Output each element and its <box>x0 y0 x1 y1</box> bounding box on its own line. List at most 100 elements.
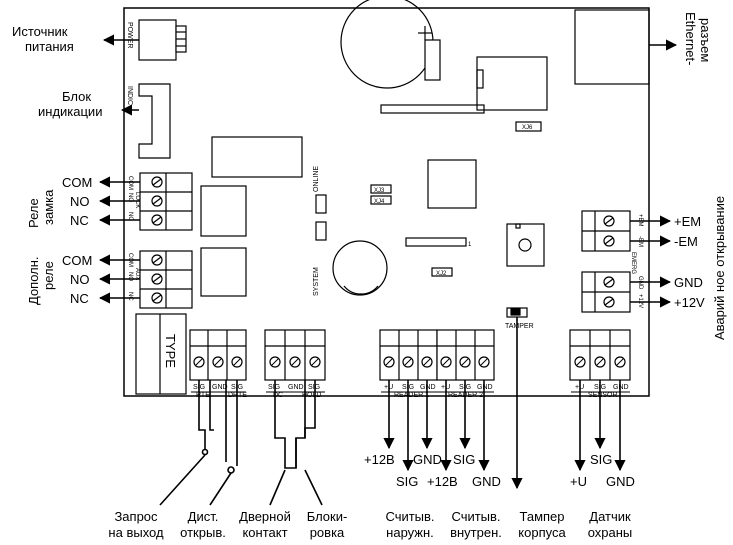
svg-text:+12V: +12V <box>637 294 643 308</box>
main-chip <box>427 159 477 209</box>
com-aux-label: COM <box>62 253 92 268</box>
type-silkscreen: TYPE <box>163 334 178 368</box>
lock-relay-label: Реле <box>26 198 41 228</box>
system-led <box>315 221 327 241</box>
svg-text:замка: замка <box>41 189 56 225</box>
svg-text:SIG: SIG <box>590 452 612 467</box>
plus12v-label: +12V <box>674 295 705 310</box>
bottom-wires <box>159 317 626 506</box>
wire-labels: +12B SIG GND +12B SIG GND +U SIG GND <box>364 452 635 489</box>
svg-text:READER 1: READER 1 <box>394 392 429 399</box>
svg-text:GND: GND <box>413 452 442 467</box>
left-wires <box>98 34 140 304</box>
reader-out-caption: Считыв. <box>385 509 434 524</box>
svg-text:GND: GND <box>472 474 501 489</box>
svg-text:HOLD: HOLD <box>302 392 321 399</box>
bottom-screw-slots <box>195 358 624 366</box>
emerg-silkscreen: EMERG <box>630 252 636 274</box>
svg-text:RTE: RTE <box>196 392 210 399</box>
aux-relay-coil <box>200 247 247 297</box>
no-aux-label: NO <box>70 272 90 287</box>
svg-text:SIG: SIG <box>308 384 320 391</box>
svg-text:+U: +U <box>570 474 587 489</box>
xj4-silkscreen: XJ4 <box>374 199 385 205</box>
svg-text:NC: NC <box>127 212 133 221</box>
svg-text:питания: питания <box>25 39 74 54</box>
aux-silkscreen: AUX <box>134 268 140 280</box>
ethernet-label: Ethernet- <box>683 12 698 65</box>
svg-text:ровка: ровка <box>310 525 345 540</box>
right-wires <box>630 39 678 308</box>
no-lock-label: NO <box>70 194 90 209</box>
svg-text:GND: GND <box>212 384 228 391</box>
svg-text:реле: реле <box>41 261 56 290</box>
svg-text:наружн.: наружн. <box>386 525 434 540</box>
online-led <box>315 194 327 214</box>
svg-text:разъем: разъем <box>698 18 713 62</box>
door-contact-caption: Дверной <box>239 509 291 524</box>
lock-silkscreen: LOCK <box>134 192 140 208</box>
one-silkscreen: 1 <box>468 242 472 248</box>
svg-text:корпуса: корпуса <box>518 525 566 540</box>
nc-aux-label: NC <box>70 291 89 306</box>
bottom-captions: Запрос на выход Дист. открыв. Дверной ко… <box>108 509 632 540</box>
svg-text:внутрен.: внутрен. <box>450 525 502 540</box>
board-components <box>135 0 650 395</box>
indication-connector <box>138 83 171 159</box>
tamper-caption: Тампер <box>519 509 564 524</box>
power-silkscreen: POWER <box>126 22 133 48</box>
blocking-caption: Блоки- <box>307 509 348 524</box>
left-labels: Источник питания Блок индикации Реле зам… <box>12 24 102 306</box>
reader-in-caption: Считыв. <box>451 509 500 524</box>
em-plus-label: +EM <box>674 214 701 229</box>
em-minus-label: -EM <box>674 234 698 249</box>
svg-text:GND: GND <box>637 276 643 290</box>
xj6-silkscreen: XJ6 <box>522 125 533 131</box>
svg-text:NC: NC <box>127 292 133 301</box>
aux-relay-terminal <box>139 250 193 309</box>
svg-text:индикации: индикации <box>38 104 102 119</box>
svg-text:NO: NO <box>127 193 133 202</box>
indication-label: Блок <box>62 89 91 104</box>
svg-text:SIG: SIG <box>268 384 280 391</box>
svg-text:GND: GND <box>288 384 304 391</box>
svg-text:открыв.: открыв. <box>180 525 226 540</box>
svg-text:+12B: +12B <box>364 452 395 467</box>
svg-text:+12B: +12B <box>427 474 458 489</box>
ethernet-port <box>574 9 650 85</box>
svg-text:SENSOR: SENSOR <box>588 392 618 399</box>
xj2-silkscreen: XJ2 <box>436 271 447 277</box>
relay-module <box>211 136 303 178</box>
online-silkscreen: ONLINE <box>313 166 320 192</box>
svg-text:контакт: контакт <box>242 525 287 540</box>
sensor-caption: Датчик <box>589 509 631 524</box>
aux-relay-label: Дополн. <box>26 256 41 305</box>
right-labels: Ethernet- разъем Аварий ное открывание +… <box>674 12 727 340</box>
buzzer <box>332 240 388 296</box>
emergency-label: Аварий ное открывание <box>712 196 727 340</box>
gnd-label: GND <box>674 275 703 290</box>
svg-text:NO: NO <box>127 272 133 281</box>
svg-text:SIG: SIG <box>453 452 475 467</box>
svg-text:SIG: SIG <box>396 474 418 489</box>
type-label-area <box>135 313 187 395</box>
exit-request-caption: Запрос <box>114 509 158 524</box>
svg-text:охраны: охраны <box>588 525 633 540</box>
tamper-silkscreen: TAMPER <box>505 323 534 330</box>
svg-text:на выход: на выход <box>108 525 164 540</box>
indic-silkscreen: INDIC <box>126 86 133 105</box>
remote-open-caption: Дист. <box>188 509 219 524</box>
svg-text:COM: COM <box>127 176 133 190</box>
lock-relay-terminal <box>139 172 193 231</box>
bottom-terminals <box>189 329 631 381</box>
power-source-label: Источник <box>12 24 68 39</box>
svg-text:DC: DC <box>273 392 283 399</box>
emergency-terminal <box>581 210 631 252</box>
com-lock-label: COM <box>62 175 92 190</box>
xj3-silkscreen: XJ3 <box>374 188 385 194</box>
system-silkscreen: SYSTEM <box>313 267 320 296</box>
power-terminal <box>581 271 631 313</box>
nc-lock-label: NC <box>70 213 89 228</box>
lock-relay-coil <box>200 185 247 237</box>
